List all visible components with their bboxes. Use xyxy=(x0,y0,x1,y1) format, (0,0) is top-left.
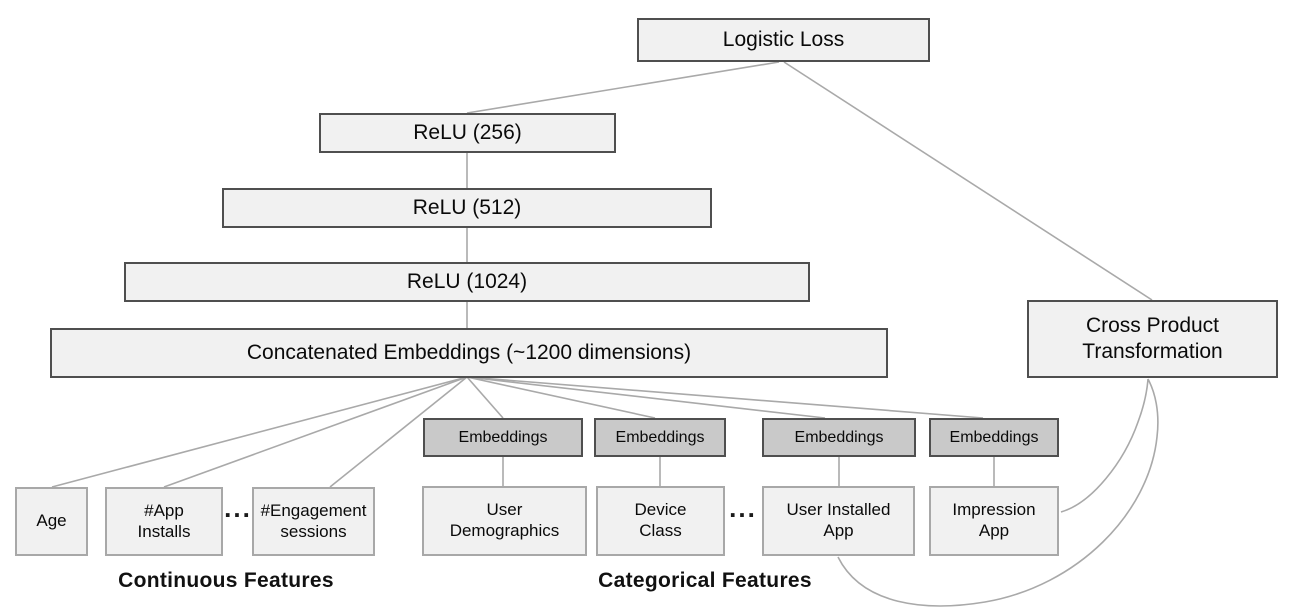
node-relu-512-label: ReLU (512) xyxy=(412,196,522,220)
node-embeddings-3-label: Embeddings xyxy=(794,428,884,446)
node-impression-app: Impression App xyxy=(929,486,1059,556)
edge-concat-embeddings1 xyxy=(466,376,504,419)
ellipsis-categorical-features: ... xyxy=(728,488,758,528)
node-relu-256-label: ReLU (256) xyxy=(413,121,522,145)
edge-loss-to-relu256 xyxy=(466,61,780,114)
edge-loss-to-cross-product xyxy=(783,61,1153,301)
node-app-installs-label: #App Installs xyxy=(137,500,191,541)
node-age: Age xyxy=(15,487,88,556)
edge-impression-to-cross-product-curve xyxy=(1060,378,1149,513)
group-label-categorical-text: Categorical Features xyxy=(598,569,812,592)
node-device-class-label: Device Class xyxy=(634,500,687,540)
node-app-installs: #App Installs xyxy=(105,487,223,556)
node-cross-product-transformation-label: Cross Product Transformation xyxy=(1082,314,1223,363)
node-cross-product-transformation: Cross Product Transformation xyxy=(1027,300,1278,378)
node-user-installed-app: User Installed App xyxy=(762,486,915,556)
edge-concat-embeddings4 xyxy=(466,376,984,419)
ellipsis-continuous-dots: ... xyxy=(224,492,252,523)
node-embeddings-device-class: Embeddings xyxy=(594,418,726,457)
node-age-label: Age xyxy=(36,511,67,531)
node-engagement-sessions: #Engagement sessions xyxy=(252,487,375,556)
node-embeddings-4-label: Embeddings xyxy=(949,428,1039,446)
node-user-demographics: User Demographics xyxy=(422,486,587,556)
node-relu-256: ReLU (256) xyxy=(319,113,616,153)
node-embeddings-1-label: Embeddings xyxy=(458,428,548,446)
node-embeddings-user-installed-app: Embeddings xyxy=(762,418,916,457)
node-concatenated-embeddings-label: Concatenated Embeddings (~1200 dimension… xyxy=(246,341,692,365)
node-embeddings-user-demographics: Embeddings xyxy=(423,418,583,457)
node-device-class: Device Class xyxy=(596,486,725,556)
edge-user-installed-to-cross-product-curve xyxy=(837,378,1159,607)
node-impression-app-label: Impression App xyxy=(952,500,1036,540)
node-user-installed-app-label: User Installed App xyxy=(786,500,891,540)
edge-concat-embeddings2 xyxy=(466,376,656,419)
node-embeddings-impression-app: Embeddings xyxy=(929,418,1059,457)
node-relu-1024: ReLU (1024) xyxy=(124,262,810,302)
edge-concat-app-installs xyxy=(163,376,468,488)
node-concatenated-embeddings: Concatenated Embeddings (~1200 dimension… xyxy=(50,328,888,378)
group-label-categorical-features: Categorical Features xyxy=(575,569,835,593)
node-embeddings-2-label: Embeddings xyxy=(615,428,705,446)
edge-concat-age xyxy=(51,376,468,488)
node-user-demographics-label: User Demographics xyxy=(449,500,560,540)
ellipsis-categorical-dots: ... xyxy=(729,492,757,523)
node-logistic-loss: Logistic Loss xyxy=(637,18,930,62)
group-label-continuous-features: Continuous Features xyxy=(96,569,356,593)
ellipsis-continuous-features: ... xyxy=(223,488,253,528)
node-relu-1024-label: ReLU (1024) xyxy=(406,270,528,294)
node-engagement-sessions-label: #Engagement sessions xyxy=(260,500,367,541)
node-relu-512: ReLU (512) xyxy=(222,188,712,228)
edge-concat-embeddings3 xyxy=(466,376,826,419)
edge-concat-engagement xyxy=(329,376,468,488)
node-logistic-loss-label: Logistic Loss xyxy=(722,28,845,52)
group-label-continuous-text: Continuous Features xyxy=(118,569,334,592)
